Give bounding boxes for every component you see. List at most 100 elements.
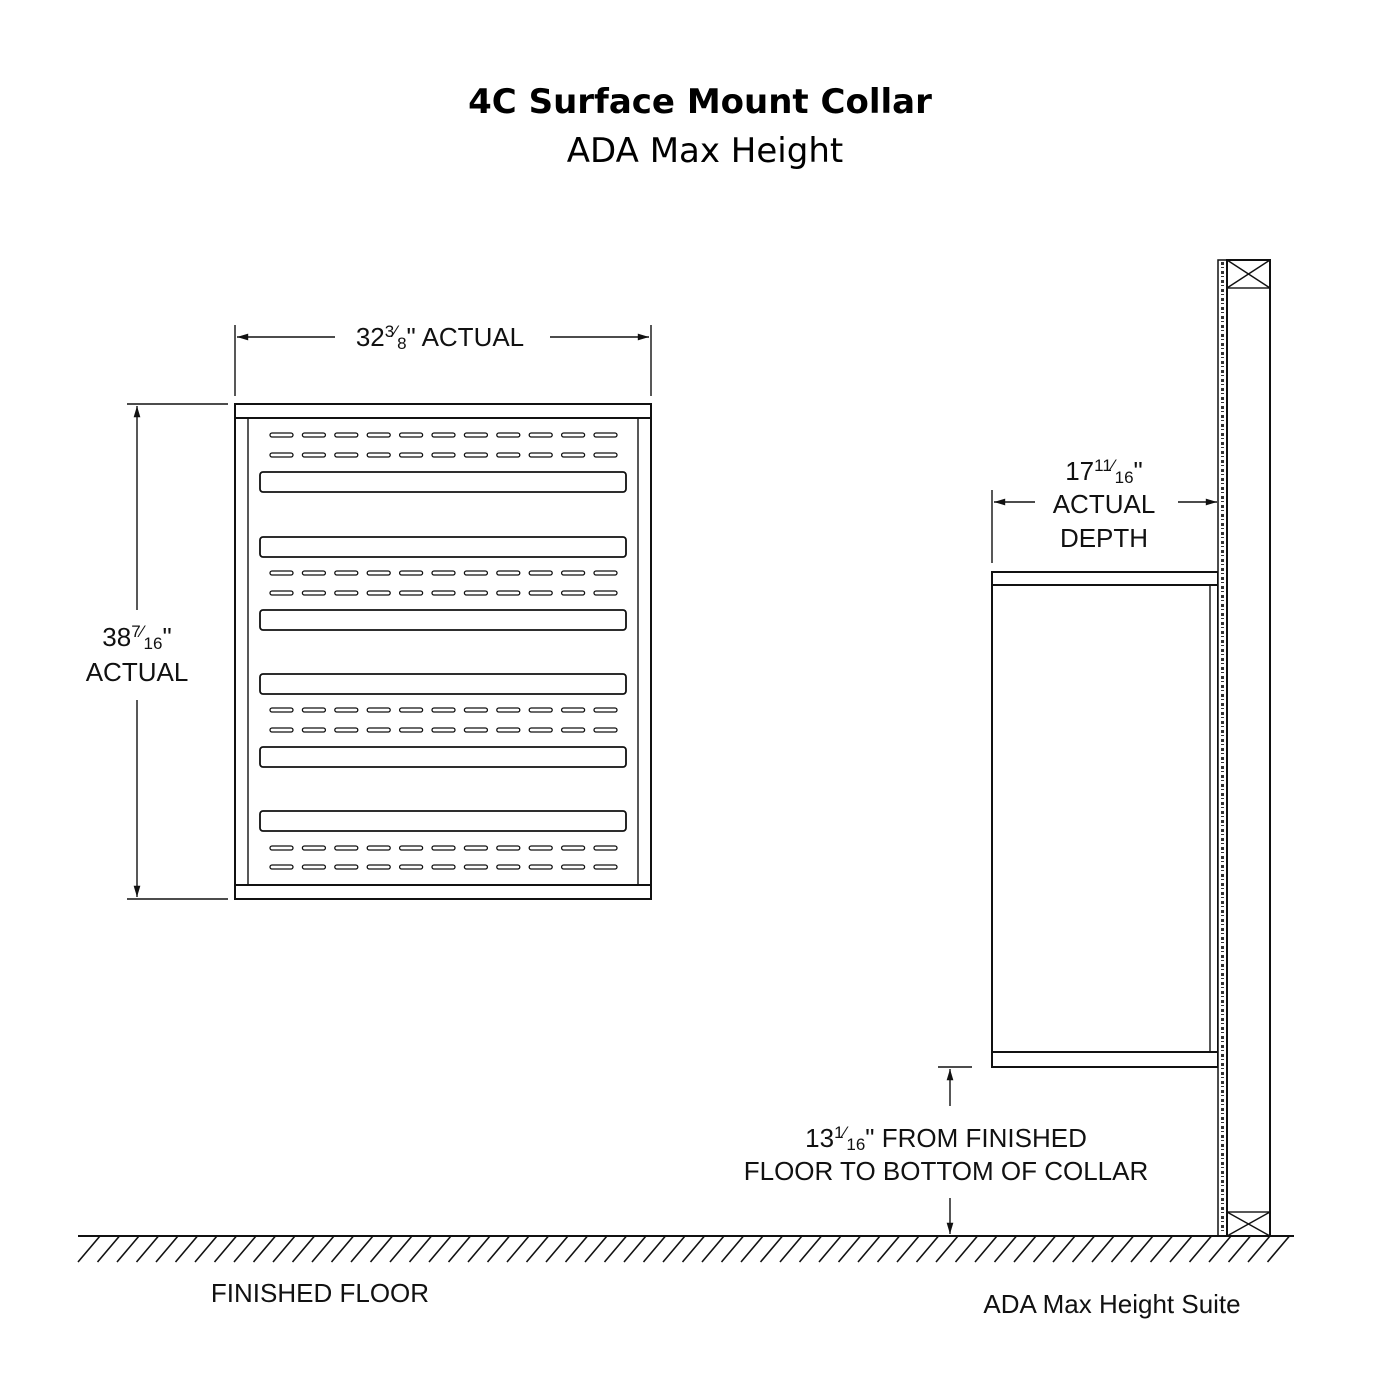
floor-hatch-line — [857, 1235, 881, 1263]
vent-slot — [528, 452, 553, 458]
depth-dimension: 1711⁄16" ACTUAL DEPTH — [991, 456, 1217, 563]
vent-slot — [301, 452, 327, 458]
floor-hatch-line — [155, 1235, 179, 1263]
vent-slot — [366, 707, 391, 713]
vent-slot — [398, 845, 424, 851]
vent-slot — [496, 432, 521, 438]
floor-hatch-line — [311, 1235, 335, 1263]
vent-slot — [496, 727, 521, 733]
vent-slot — [301, 590, 327, 596]
floor-hatch-line — [1149, 1235, 1174, 1263]
vent-slot — [496, 590, 521, 596]
vent-slot — [496, 452, 521, 458]
vent-slot — [366, 570, 391, 576]
louver-bars — [259, 471, 627, 832]
floor-hatch-line — [818, 1235, 842, 1263]
finished-floor-label: FINISHED FLOOR — [211, 1278, 429, 1308]
vent-slot — [398, 864, 424, 870]
vent-slot — [463, 845, 489, 851]
vent-slot — [463, 590, 489, 596]
floor-hatch-line — [350, 1235, 374, 1263]
front-view-collar — [234, 403, 652, 900]
floor-hatch-line — [623, 1235, 647, 1263]
height-dimension-label: 387⁄16" — [102, 622, 171, 653]
vent-slot — [334, 727, 359, 733]
vent-slot — [463, 432, 489, 438]
floor-hatch-line — [428, 1235, 452, 1263]
vent-slot — [366, 432, 391, 438]
vent-slot — [528, 864, 553, 870]
floor-hatch-line — [564, 1235, 589, 1263]
vent-slot — [560, 452, 586, 458]
vent-slot — [431, 452, 456, 458]
floor-hatch-line — [740, 1235, 764, 1263]
vent-slot — [560, 590, 586, 596]
floor-hatch-line — [272, 1235, 296, 1263]
floor-hatch-line — [1266, 1235, 1291, 1263]
vent-slot — [463, 707, 489, 713]
floor-hatch-line — [1188, 1235, 1213, 1263]
floor-hatch-line — [389, 1235, 413, 1263]
floor-hatch-line — [1013, 1235, 1037, 1263]
vent-slot — [528, 845, 553, 851]
floor-hatch-line — [759, 1235, 784, 1263]
vent-slot — [269, 707, 294, 713]
vent-slot — [496, 570, 521, 576]
vent-slot — [301, 432, 327, 438]
vent-slot — [334, 452, 359, 458]
vent-slot — [334, 570, 359, 576]
vent-slot — [334, 707, 359, 713]
vent-slot — [431, 707, 456, 713]
vent-slot — [496, 845, 521, 851]
floor-hatch-line — [1208, 1235, 1232, 1263]
floor-hatch-line — [603, 1235, 628, 1263]
floor-hatch-line — [486, 1235, 511, 1263]
vent-slot — [593, 452, 618, 458]
depth-dimension-actual: ACTUAL — [1053, 489, 1156, 519]
vent-slot — [431, 570, 456, 576]
vent-slot — [301, 864, 327, 870]
floor-hatch-line — [233, 1235, 257, 1263]
vent-slot — [301, 707, 327, 713]
floor-height-label-line2: FLOOR TO BOTTOM OF COLLAR — [744, 1156, 1149, 1186]
vent-slot — [593, 432, 618, 438]
vent-slot — [593, 590, 618, 596]
floor-hatch-line — [1032, 1235, 1057, 1263]
vent-slot — [334, 864, 359, 870]
vent-slot — [496, 707, 521, 713]
vent-slot — [593, 727, 618, 733]
vent-slot — [269, 432, 294, 438]
vent-slot — [593, 707, 618, 713]
floor-hatch-line — [1247, 1235, 1271, 1263]
vent-slot — [593, 570, 618, 576]
vent-slot — [528, 590, 553, 596]
floor-hatch-line — [915, 1235, 940, 1263]
vent-slot — [398, 707, 424, 713]
finished-floor — [77, 1235, 1294, 1263]
vent-slot — [301, 570, 327, 576]
floor-hatch-line — [954, 1235, 979, 1263]
width-dimension-label: 323⁄8" ACTUAL — [356, 322, 524, 353]
floor-hatch-line — [720, 1235, 745, 1263]
floor-hatch-line — [1052, 1235, 1076, 1263]
louver-bar — [259, 746, 627, 768]
vent-slots — [269, 432, 618, 870]
floor-hatch-line — [1110, 1235, 1135, 1263]
vent-slot — [431, 432, 456, 438]
vent-slot — [593, 864, 618, 870]
vent-slot — [398, 432, 424, 438]
vent-slot — [269, 570, 294, 576]
vent-slot — [269, 590, 294, 596]
vent-slot — [398, 570, 424, 576]
vent-slot — [560, 727, 586, 733]
vent-slot — [301, 845, 327, 851]
floor-hatch-line — [194, 1235, 218, 1263]
vent-slot — [269, 727, 294, 733]
floor-hatch-line — [1071, 1235, 1096, 1263]
vent-slot — [269, 452, 294, 458]
louver-bar — [259, 810, 627, 832]
vent-slot — [366, 452, 391, 458]
floor-hatch-line — [369, 1235, 394, 1263]
vent-slot — [269, 845, 294, 851]
vent-slot — [496, 864, 521, 870]
